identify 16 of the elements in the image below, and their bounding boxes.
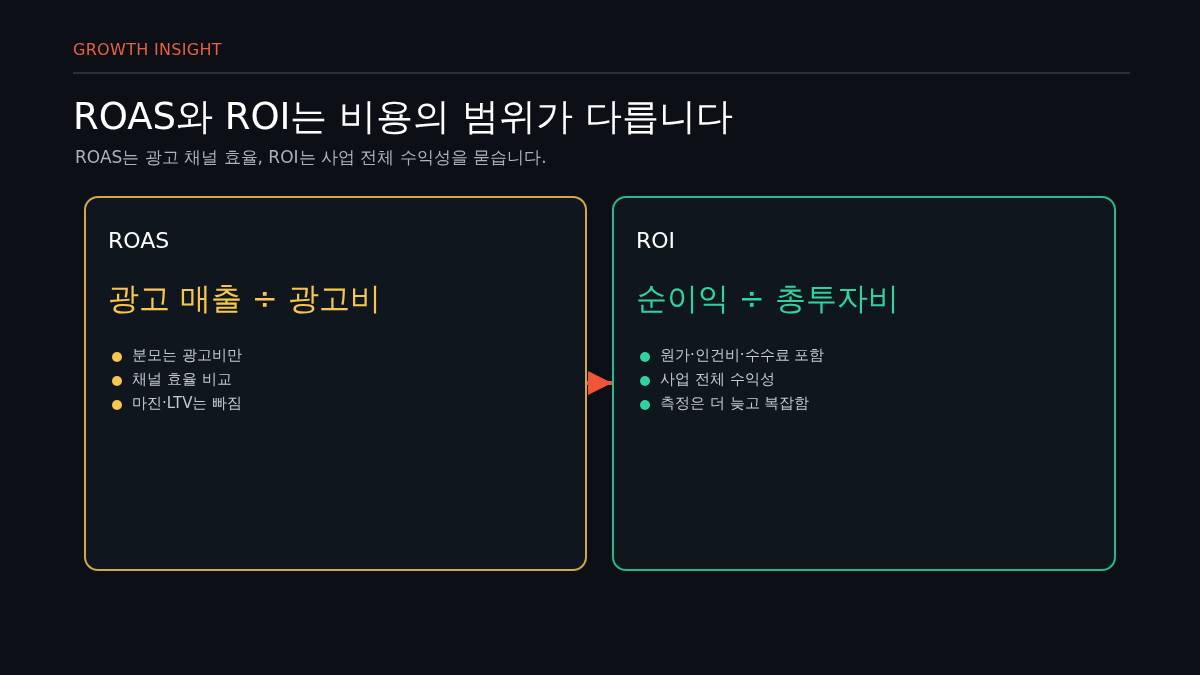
arrow — [587, 371, 612, 395]
card-heading: ROAS — [108, 228, 170, 253]
bullet-text: 채널 효율 비교 — [132, 370, 232, 389]
kicker-text: GROWTH INSIGHT — [73, 40, 222, 59]
bullet-text: 원가·인건비·수수료 포함 — [660, 346, 825, 365]
formula-text: 순이익 ÷ 총투자비 — [636, 279, 899, 318]
card-heading: ROI — [636, 228, 676, 253]
bullet-text: 분모는 광고비만 — [132, 346, 242, 365]
title: ROAS와 ROI는 비용의 범위가 다릅니다 — [73, 94, 733, 140]
formula-text: 광고 매출 ÷ 광고비 — [108, 279, 381, 318]
bullet-text: 마진·LTV는 빠짐 — [132, 394, 243, 413]
subtitle: ROAS는 광고 채널 효율, ROI는 사업 전체 수익성을 묻습니다. — [75, 146, 547, 169]
bullet-text: 사업 전체 수익성 — [660, 370, 775, 389]
card — [612, 196, 1116, 571]
card — [84, 196, 587, 571]
bullet-text: 측정은 더 늦고 복잡함 — [660, 394, 810, 413]
